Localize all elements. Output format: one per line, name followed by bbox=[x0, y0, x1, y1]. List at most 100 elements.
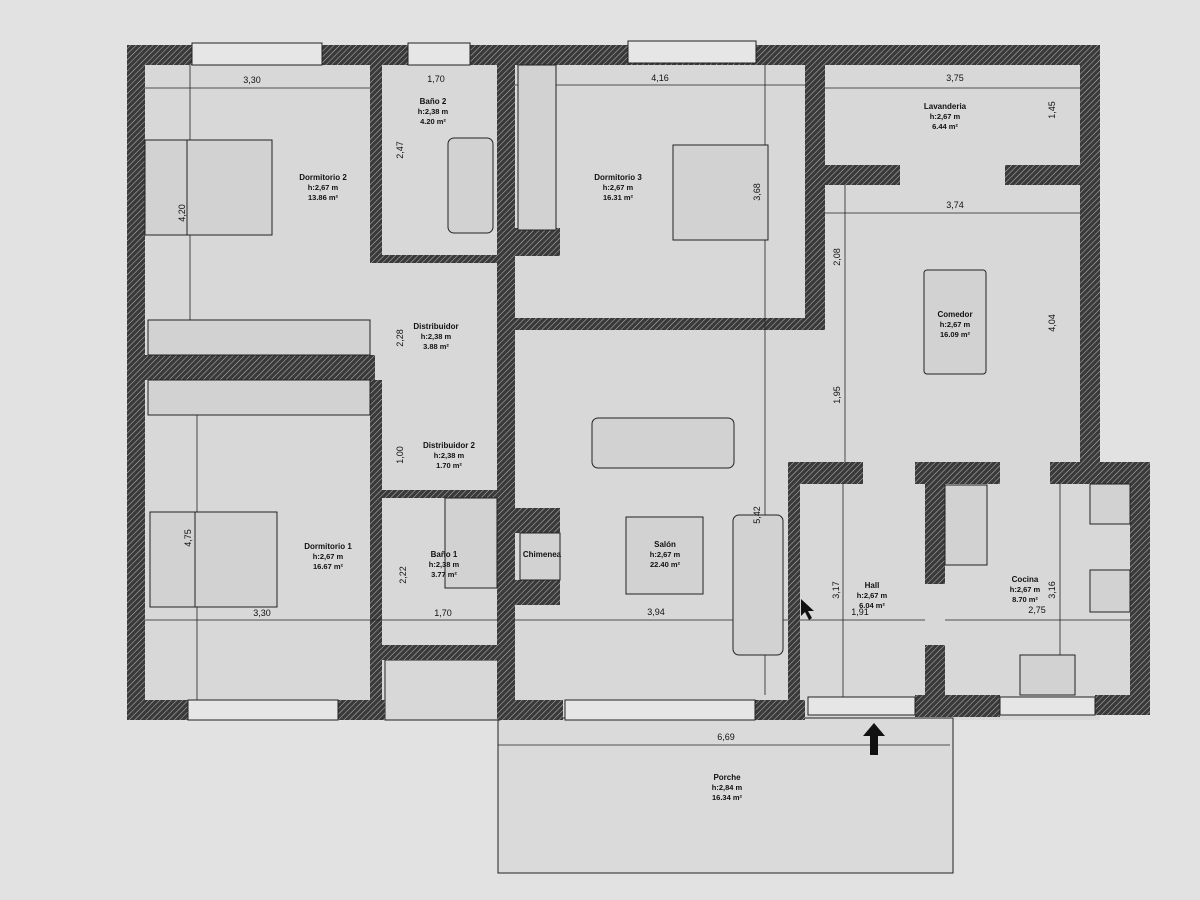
dimension-label: 3,94 bbox=[647, 607, 665, 617]
room-name: Distribuidor 2 bbox=[422, 441, 476, 450]
dimension-label: 4,75 bbox=[183, 529, 193, 547]
dimension-label: 3,16 bbox=[1047, 581, 1057, 599]
sink bbox=[1019, 654, 1076, 696]
room-name: Baño 2 bbox=[419, 97, 447, 106]
dimension-label: 4,20 bbox=[177, 204, 187, 222]
bed-dormitorio-1 bbox=[194, 511, 278, 608]
dimension-label: 3,74 bbox=[946, 200, 964, 210]
dimension-label: 6,69 bbox=[717, 732, 735, 742]
dimension-label: 2,08 bbox=[832, 248, 842, 266]
room-height: h:2,67 m bbox=[602, 183, 634, 192]
room-height: h:2,67 m bbox=[312, 552, 344, 561]
dimension-label: 1,45 bbox=[1047, 101, 1057, 119]
bed-dormitorio-3 bbox=[672, 144, 769, 241]
wardrobe bbox=[147, 379, 371, 416]
bathtub bbox=[447, 137, 494, 234]
windows bbox=[187, 40, 1096, 721]
dimension-label: 1,91 bbox=[851, 607, 869, 617]
room-area: 16.31 m² bbox=[602, 193, 634, 202]
room-height: h:2,38 m bbox=[433, 451, 465, 460]
dimension-label: 2,28 bbox=[395, 329, 405, 347]
room-area: 3.77 m² bbox=[431, 570, 457, 579]
chimenea bbox=[519, 532, 561, 581]
room-name: Hall bbox=[864, 581, 880, 590]
room-name: Dormitorio 3 bbox=[594, 173, 642, 182]
room-area: 22.40 m² bbox=[649, 560, 681, 569]
room-name: Comedor bbox=[937, 310, 973, 319]
nightstand bbox=[149, 511, 196, 608]
room-name: Chimenea bbox=[522, 550, 562, 559]
room-height: h:2,38 m bbox=[428, 560, 460, 569]
rug bbox=[625, 516, 704, 595]
room-height: h:2,67 m bbox=[929, 112, 961, 121]
room-area: 1.70 m² bbox=[436, 461, 462, 470]
dimension-label: 1,00 bbox=[395, 446, 405, 464]
nightstand bbox=[144, 139, 188, 236]
dimension-label: 3,75 bbox=[946, 73, 964, 83]
room-height: h:2,84 m bbox=[711, 783, 743, 792]
room-area: 3.88 m² bbox=[423, 342, 449, 351]
room-area: 4.20 m² bbox=[420, 117, 446, 126]
dimension-label: 4,04 bbox=[1047, 314, 1057, 332]
wardrobe bbox=[147, 319, 371, 356]
cooktop bbox=[1089, 569, 1131, 613]
sofa bbox=[732, 514, 784, 656]
dimension-label: 3,30 bbox=[253, 608, 271, 618]
room-area: 16.34 m² bbox=[711, 793, 743, 802]
room-height: h:2,67 m bbox=[649, 550, 681, 559]
wardrobe bbox=[517, 64, 557, 231]
dimension-label: 3,17 bbox=[831, 581, 841, 599]
dimension-label: 1,70 bbox=[427, 74, 445, 84]
room-area: 13.86 m² bbox=[307, 193, 339, 202]
dimension-label: 1,70 bbox=[434, 608, 452, 618]
room-name: Salón bbox=[654, 540, 676, 549]
room-area: 8.70 m² bbox=[1012, 595, 1038, 604]
room-name: Porche bbox=[713, 773, 741, 782]
kitchen-cabinet bbox=[1089, 483, 1131, 525]
room-height: h:2,67 m bbox=[307, 183, 339, 192]
furniture bbox=[144, 64, 1131, 696]
step bbox=[384, 659, 501, 721]
room-name: Lavanderia bbox=[923, 102, 967, 111]
dining-table bbox=[923, 269, 987, 375]
bed-dormitorio-2 bbox=[186, 139, 273, 236]
shower bbox=[444, 497, 498, 589]
dimension-label: 5,42 bbox=[752, 506, 762, 524]
dimension-label: 1,95 bbox=[832, 386, 842, 404]
kitchen-cabinet bbox=[944, 484, 988, 566]
room-name: Distribuidor bbox=[413, 322, 459, 331]
room-height: h:2,38 m bbox=[417, 107, 449, 116]
room-area: 16.09 m² bbox=[939, 330, 971, 339]
room-area: 6.44 m² bbox=[932, 122, 958, 131]
room-area: 6.04 m² bbox=[859, 601, 885, 610]
dimension-label: 2,22 bbox=[398, 566, 408, 584]
entrance-arrow-icon bbox=[863, 723, 885, 755]
room-name: Baño 1 bbox=[430, 550, 458, 559]
mouse-pointer-icon bbox=[801, 599, 814, 620]
dimension-label: 4,16 bbox=[651, 73, 669, 83]
room-height: h:2,67 m bbox=[1009, 585, 1041, 594]
room-height: h:2,67 m bbox=[856, 591, 888, 600]
room-name: Cocina bbox=[1011, 575, 1039, 584]
room-name: Dormitorio 2 bbox=[299, 173, 347, 182]
room-name: Dormitorio 1 bbox=[304, 542, 352, 551]
room-height: h:2,67 m bbox=[939, 320, 971, 329]
dimension-label: 3,30 bbox=[243, 75, 261, 85]
sofa bbox=[591, 417, 735, 469]
room-height: h:2,38 m bbox=[420, 332, 452, 341]
room-area: 16.67 m² bbox=[312, 562, 344, 571]
room-chimenea: Chimenea bbox=[523, 550, 561, 560]
